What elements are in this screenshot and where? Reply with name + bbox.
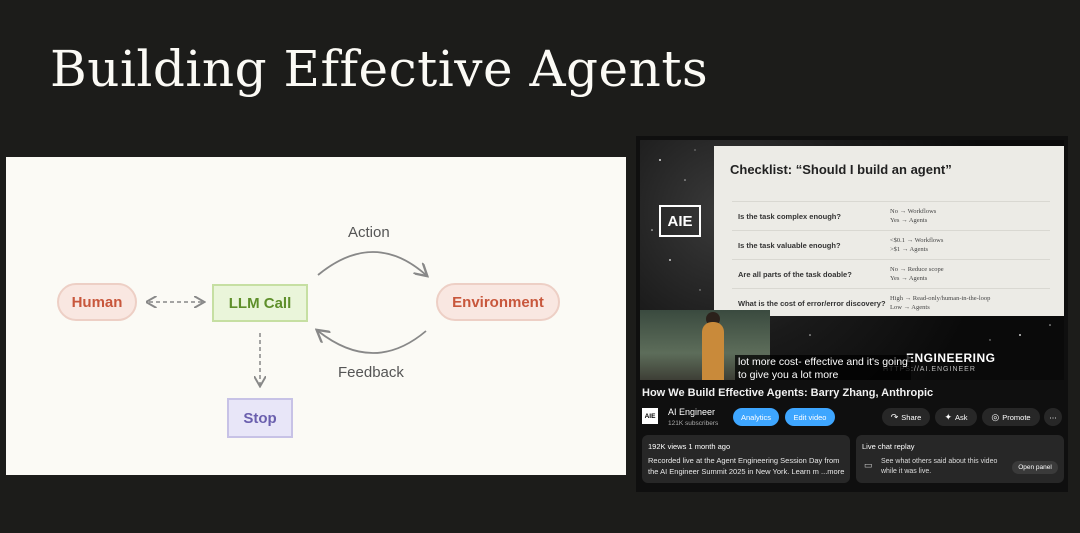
action-label: Action <box>348 224 390 241</box>
checklist-row: What is the cost of error/error discover… <box>732 288 1050 317</box>
share-icon: ↷ <box>890 411 899 422</box>
environment-node: Environment <box>436 283 560 321</box>
agent-loop-diagram: Human LLM Call Environment Stop Action F… <box>6 157 626 475</box>
analytics-label: Analytics <box>740 412 771 422</box>
chat-icon: ▭ <box>864 460 873 470</box>
show-more-link[interactable]: ...more <box>821 467 845 476</box>
description-text: Recorded live at the Agent Engineering S… <box>648 456 845 476</box>
youtube-panel: AIE Checklist: “Should I build an agent”… <box>636 136 1068 492</box>
checklist-table: Is the task complex enough? No → Workflo… <box>732 201 1050 317</box>
share-button[interactable]: ↷Share <box>882 408 930 426</box>
live-chat-text: See what others said about this video wh… <box>881 458 998 475</box>
checklist-row: Are all parts of the task doable? No → R… <box>732 259 1050 288</box>
description-box[interactable]: 192K views 1 month ago Recorded live at … <box>642 435 850 483</box>
caption-line: to give you a lot more <box>738 369 839 380</box>
diagram-connectors <box>6 251 626 475</box>
action-arrow <box>317 251 426 275</box>
channel-avatar[interactable]: AIE <box>642 408 658 424</box>
checklist-row: Is the task valuable enough? <$0.1 → Wor… <box>732 230 1050 259</box>
stop-node: Stop <box>227 398 293 438</box>
feedback-label: Feedback <box>338 364 404 381</box>
video-title: How We Build Effective Agents: Barry Zha… <box>642 387 934 399</box>
open-panel-button[interactable]: Open panel <box>1012 461 1058 474</box>
live-chat-header: Live chat replay <box>862 442 915 451</box>
view-count-date: 192K views 1 month ago <box>648 442 731 451</box>
llm-call-node: LLM Call <box>212 284 308 322</box>
channel-name[interactable]: AI Engineer <box>668 407 716 417</box>
video-captions: lot more cost- effective and it's going … <box>735 355 911 380</box>
human-node: Human <box>57 283 137 321</box>
starfield-background <box>651 149 1051 341</box>
more-icon: ⋯ <box>1049 412 1057 422</box>
ask-button[interactable]: ✦Ask <box>935 408 977 426</box>
analytics-button[interactable]: Analytics <box>733 408 779 426</box>
live-chat-replay-box: Live chat replay ▭ See what others said … <box>856 435 1064 483</box>
aie-logo: AIE <box>659 205 701 237</box>
speaker-figure <box>702 322 724 380</box>
share-label: Share <box>901 412 922 422</box>
checklist-title: Checklist: “Should I build an agent” <box>730 162 952 177</box>
sparkle-icon: ✦ <box>944 411 953 422</box>
checklist-question: Is the task complex enough? <box>738 211 841 221</box>
checklist-question: Are all parts of the task doable? <box>738 269 852 279</box>
promote-button[interactable]: ◎Promote <box>982 408 1040 426</box>
conference-url: HTTPS://AI.ENGINEER <box>883 366 976 373</box>
feedback-arrow <box>318 331 427 354</box>
checklist-answer: <$0.1 → Workflows>$1 → Agents <box>890 237 944 253</box>
slide-title: Building Effective Agents <box>50 40 709 98</box>
ask-label: Ask <box>955 412 968 422</box>
edit-video-label: Edit video <box>793 412 827 422</box>
checklist-row: Is the task complex enough? No → Workflo… <box>732 201 1050 230</box>
checklist-question: Is the task valuable enough? <box>738 240 841 250</box>
edit-video-button[interactable]: Edit video <box>785 408 835 426</box>
checklist-slide: Checklist: “Should I build an agent” Is … <box>714 146 1064 316</box>
video-player[interactable]: AIE Checklist: “Should I build an agent”… <box>640 140 1064 380</box>
more-actions-button[interactable]: ⋯ <box>1044 408 1062 426</box>
subscriber-count: 121K subscribers <box>668 420 719 427</box>
caption-line: lot more cost- effective and it's going <box>738 356 908 368</box>
promote-icon: ◎ <box>991 411 1000 422</box>
checklist-question: What is the cost of error/error discover… <box>738 298 886 308</box>
conference-brand: ENGINEERING <box>906 351 996 365</box>
promote-label: Promote <box>1002 412 1031 422</box>
